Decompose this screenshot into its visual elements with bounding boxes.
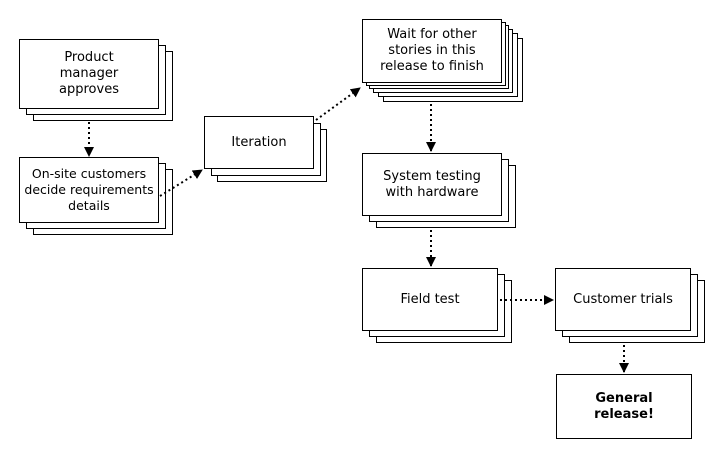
system-testing-label: System testing with hardware xyxy=(383,168,481,200)
onsite-customers-box xyxy=(19,157,159,223)
field-test-box xyxy=(362,268,498,331)
customer-trials-label: Customer trials xyxy=(573,291,673,307)
wait-stories-label: Wait for other stories in this release t… xyxy=(380,27,484,74)
product-manager-label: Product manager approves xyxy=(59,50,119,97)
system-testing-box xyxy=(362,153,502,216)
edge-onsite-to-iteration xyxy=(159,169,203,197)
iteration-label: Iteration xyxy=(231,134,287,150)
field-test-label: Field test xyxy=(400,291,460,307)
customer-trials-box xyxy=(555,268,691,331)
edge-iteration-to-wait xyxy=(315,87,361,121)
product-manager-box xyxy=(19,39,159,109)
onsite-customers-label: On-site customers decide requirements de… xyxy=(24,166,154,213)
general-release-label: General release! xyxy=(594,390,654,422)
general-release-box xyxy=(556,374,692,439)
iteration-box xyxy=(204,116,314,169)
wait-stories-box xyxy=(362,19,502,83)
